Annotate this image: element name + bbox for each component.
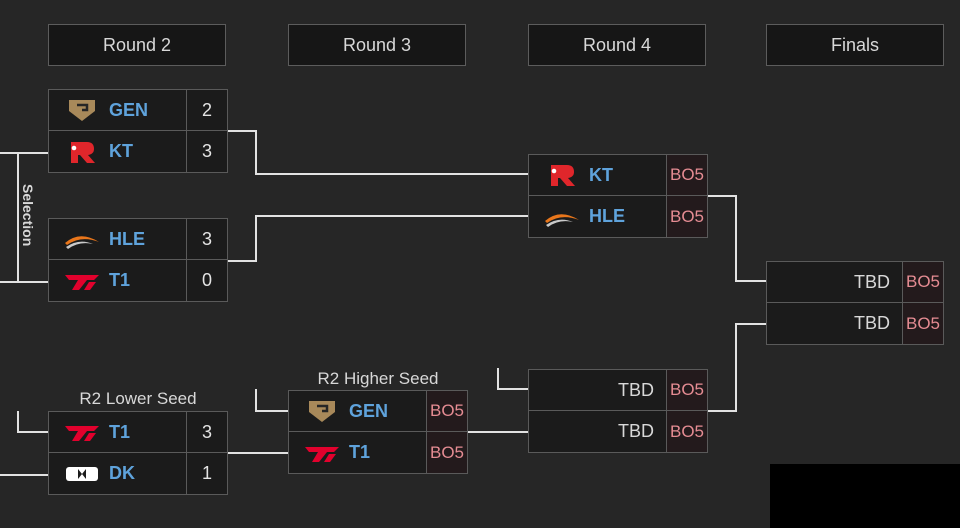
- t1-logo-icon: [303, 440, 341, 466]
- team-score: 3: [201, 421, 212, 442]
- r2-lower-seed-label: R2 Lower Seed: [79, 389, 197, 408]
- match-format: BO5: [903, 262, 943, 302]
- team-name: HLE: [589, 206, 625, 226]
- video-overlay-block: [770, 464, 960, 528]
- team-name: T1: [109, 270, 131, 290]
- team-row[interactable]: T1 0: [48, 260, 228, 302]
- team-row[interactable]: TBD BO5: [766, 261, 944, 303]
- team-name: GEN: [349, 400, 389, 421]
- team-row[interactable]: HLE 3: [48, 218, 228, 260]
- team-score: 2: [201, 99, 212, 120]
- team-name: GEN: [109, 99, 149, 120]
- r2-lower-seed-feeder-connector: [17, 411, 48, 433]
- team-cell: TBD: [767, 262, 903, 302]
- team-name: DK: [109, 463, 135, 483]
- team-row[interactable]: T1 BO5: [288, 432, 468, 474]
- r4-bottom-to-finals-connector: [706, 323, 766, 412]
- match-format: BO5: [667, 155, 707, 195]
- match-format: BO5: [427, 391, 467, 431]
- hle-logo-icon: [543, 204, 581, 230]
- team-name: TBD: [854, 271, 890, 292]
- match-format: BO5: [667, 411, 707, 452]
- team-score: 3: [201, 228, 212, 249]
- team-name: TBD: [618, 421, 654, 441]
- match-r2-bottom: T1 3 DK 1: [48, 411, 228, 495]
- team-row[interactable]: TBD BO5: [528, 369, 708, 411]
- team-cell: T1: [289, 432, 427, 473]
- team-cell: TBD: [529, 370, 667, 410]
- t1-logo-icon: [63, 419, 101, 445]
- hle-logo-icon: [63, 226, 101, 252]
- dk-logo-icon: [63, 461, 101, 487]
- team-cell: TBD: [529, 411, 667, 452]
- team-cell: DK: [49, 453, 187, 494]
- team-name: HLE: [109, 228, 145, 249]
- r2-higher-seed-label: R2 Higher Seed: [317, 369, 439, 388]
- team-row[interactable]: KT 3: [48, 131, 228, 173]
- match-format: BO5: [427, 432, 467, 473]
- team-name: TBD: [618, 379, 654, 400]
- t1-logo-icon: [63, 268, 101, 294]
- team-row[interactable]: DK 1: [48, 453, 228, 495]
- match-finals: TBD BO5 TBD BO5: [766, 261, 944, 345]
- selection-label: Selection: [20, 184, 36, 247]
- header-finals: Finals: [766, 24, 944, 66]
- header-round-4: Round 4: [528, 24, 706, 66]
- r4-bottom-feeder-connector: [497, 368, 528, 390]
- match-r4-top: KT BO5 HLE BO5: [528, 154, 708, 238]
- team-row[interactable]: GEN BO5: [288, 390, 468, 432]
- team-score: 0: [201, 270, 212, 290]
- header-round-3: Round 3: [288, 24, 466, 66]
- team-name: T1: [109, 421, 131, 442]
- r3-feeder-connector: [255, 389, 288, 412]
- selection-connector: [0, 152, 19, 283]
- match-r2-mid: HLE 3 T1 0: [48, 218, 228, 302]
- match-format: BO5: [903, 303, 943, 344]
- team-cell: T1: [49, 260, 187, 301]
- team-row[interactable]: HLE BO5: [528, 196, 708, 238]
- match-r2-top: GEN 2 KT 3: [48, 89, 228, 173]
- team-cell: GEN: [289, 391, 427, 431]
- team-row[interactable]: TBD BO5: [766, 303, 944, 345]
- team-cell: TBD: [767, 303, 903, 344]
- gen-logo-icon: [63, 97, 101, 123]
- team-cell: KT: [529, 155, 667, 195]
- r2-top-to-r4-connector: [228, 130, 528, 175]
- match-r4-bottom: TBD BO5 TBD BO5: [528, 369, 708, 453]
- match-r3: GEN BO5 T1 BO5: [288, 390, 468, 474]
- gen-logo-icon: [303, 398, 341, 424]
- team-row[interactable]: T1 3: [48, 411, 228, 453]
- team-cell: HLE: [529, 196, 667, 237]
- team-row[interactable]: TBD BO5: [528, 411, 708, 453]
- kt-logo-icon: [543, 162, 581, 188]
- header-round-2: Round 2: [48, 24, 226, 66]
- team-row[interactable]: GEN 2: [48, 89, 228, 131]
- team-name: KT: [589, 164, 613, 185]
- team-cell: HLE: [49, 219, 187, 259]
- r2-mid-to-r4-connector: [228, 215, 528, 262]
- team-name: KT: [109, 141, 133, 161]
- team-name: TBD: [854, 313, 890, 333]
- match-format: BO5: [667, 196, 707, 237]
- r4-top-to-finals-connector: [706, 195, 766, 282]
- team-cell: GEN: [49, 90, 187, 130]
- team-cell: KT: [49, 131, 187, 172]
- match-format: BO5: [667, 370, 707, 410]
- team-score: 1: [201, 463, 212, 483]
- kt-logo-icon: [63, 139, 101, 165]
- team-name: T1: [349, 442, 371, 462]
- team-row[interactable]: KT BO5: [528, 154, 708, 196]
- team-score: 3: [201, 141, 212, 161]
- team-cell: T1: [49, 412, 187, 452]
